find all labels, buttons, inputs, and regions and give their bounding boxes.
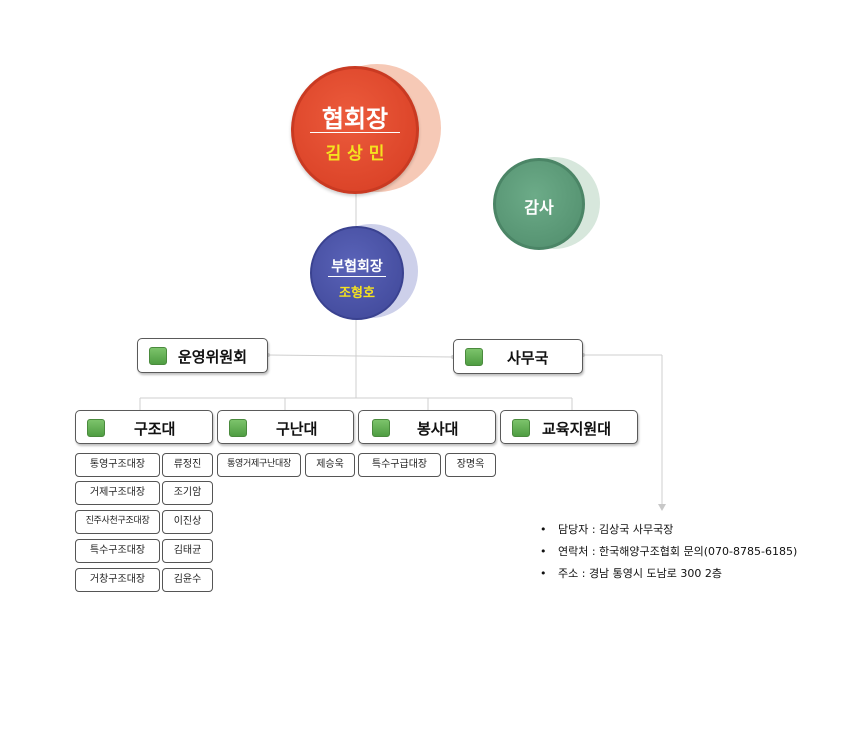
vice-president-name: 조형호 bbox=[339, 286, 375, 301]
contact-info: • 담당자 : 김상국 사무국장 • 연락처 : 한국해양구조협회 문의(070-8… bbox=[540, 519, 797, 585]
rescue-unit-cell: 통영구조대장 bbox=[75, 453, 160, 477]
contact-row: • 주소 : 경남 통영시 도남로 300 2층 bbox=[540, 563, 797, 585]
bullet-icon: • bbox=[540, 567, 547, 580]
division-box-rescue[interactable]: 구조대 bbox=[75, 410, 213, 444]
division-box-service[interactable]: 봉사대 bbox=[358, 410, 496, 444]
division-label: 구난대 bbox=[276, 420, 318, 438]
rescue-person-cell: 조기암 bbox=[162, 481, 213, 505]
salvage-unit-cell: 통영거제구난대장 bbox=[217, 453, 301, 477]
rescue-unit-cell: 진주사천구조대장 bbox=[75, 510, 160, 534]
president-title: 협회장 bbox=[321, 105, 389, 133]
auditor-circle: 감사 bbox=[493, 158, 585, 250]
rescue-unit-cell: 거창구조대장 bbox=[75, 568, 160, 592]
bullet-icon: • bbox=[540, 523, 547, 536]
division-label: 교육지원대 bbox=[542, 420, 612, 438]
service-unit-cell: 특수구급대장 bbox=[358, 453, 441, 477]
rescue-person-cell: 류정진 bbox=[162, 453, 213, 477]
rescue-unit-cell: 거제구조대장 bbox=[75, 481, 160, 505]
president-divider bbox=[310, 132, 400, 133]
division-box-salvage[interactable]: 구난대 bbox=[217, 410, 354, 444]
vice-president-divider bbox=[328, 276, 386, 277]
rescue-unit-cell: 특수구조대장 bbox=[75, 539, 160, 563]
bullet-icon: • bbox=[540, 545, 547, 558]
auditor-title: 감사 bbox=[524, 198, 554, 217]
arrow-head-icon bbox=[658, 504, 666, 511]
division-label: 구조대 bbox=[134, 420, 176, 438]
green-square-icon bbox=[87, 419, 105, 437]
committee-box-secretariat[interactable]: 사무국 bbox=[453, 339, 583, 374]
green-square-icon bbox=[149, 347, 167, 365]
committee-box-operations[interactable]: 운영위원회 bbox=[137, 338, 268, 373]
rescue-person-cell: 김태균 bbox=[162, 539, 213, 563]
contact-text: 담당자 : 김상국 사무국장 bbox=[558, 523, 674, 536]
green-square-icon bbox=[465, 348, 483, 366]
division-label: 봉사대 bbox=[417, 420, 459, 438]
service-person-cell: 장명옥 bbox=[445, 453, 496, 477]
president-circle: 협회장 김 상 민 bbox=[291, 66, 419, 194]
vice-president-title: 부협회장 bbox=[331, 259, 383, 275]
vice-president-circle: 부협회장 조형호 bbox=[310, 226, 404, 320]
green-square-icon bbox=[512, 419, 530, 437]
contact-text: 주소 : 경남 통영시 도남로 300 2층 bbox=[558, 567, 722, 580]
green-square-icon bbox=[229, 419, 247, 437]
president-name: 김 상 민 bbox=[325, 144, 385, 164]
committee-link-line bbox=[267, 354, 454, 358]
division-box-education[interactable]: 교육지원대 bbox=[500, 410, 638, 444]
green-square-icon bbox=[372, 419, 390, 437]
salvage-person-cell: 제승욱 bbox=[305, 453, 355, 477]
contact-row: • 담당자 : 김상국 사무국장 bbox=[540, 519, 797, 541]
contact-row: • 연락처 : 한국해양구조협회 문의(070-8785-6185) bbox=[540, 541, 797, 563]
committee-label: 사무국 bbox=[507, 349, 549, 367]
committee-label: 운영위원회 bbox=[178, 348, 248, 366]
rescue-person-cell: 김윤수 bbox=[162, 568, 213, 592]
contact-text: 연락처 : 한국해양구조협회 문의(070-8785-6185) bbox=[558, 545, 798, 558]
rescue-person-cell: 이진상 bbox=[162, 510, 213, 534]
